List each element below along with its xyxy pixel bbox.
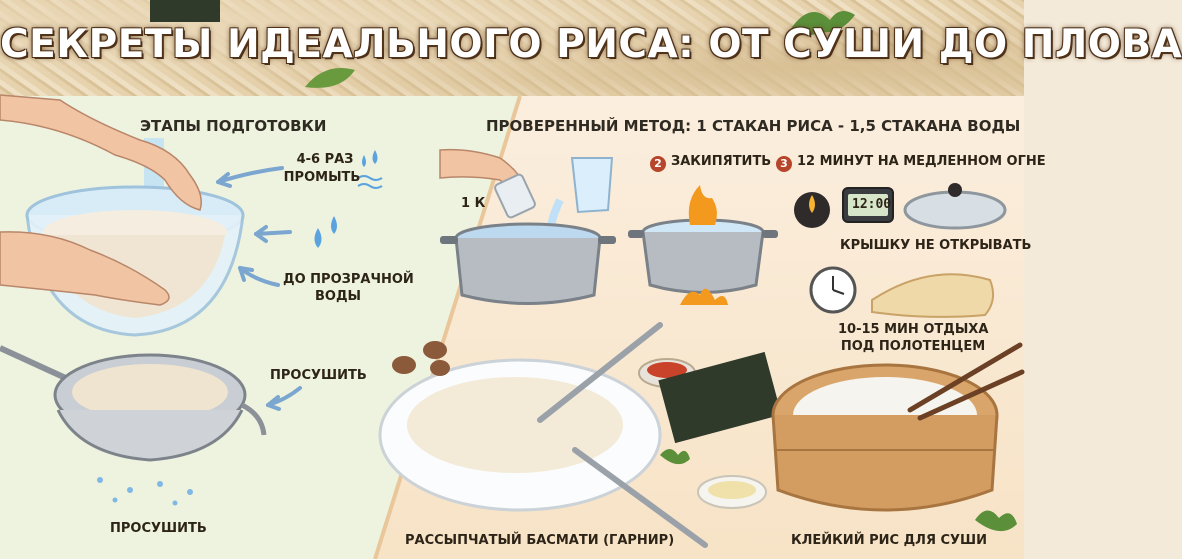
- page-title: СЕКРЕТЫ ИДЕАЛЬНОГО РИСА: ОТ СУШИ ДО ПЛОВ…: [0, 22, 1182, 67]
- rest-line2: ПОД ПОЛОТЕНЦЕМ: [840, 339, 986, 354]
- step-simmer-label: 3 12 МИНУТ НА МЕДЛЕННОМ ОГНЕ: [776, 154, 1046, 172]
- basmati-label: РАССЫПЧАТЫЙ БАСМАТИ (ГАРНИР): [405, 533, 675, 548]
- step-boil-label: 2 ЗАКИПЯТИТЬ: [650, 154, 771, 172]
- clear-water-line2: ВОДЫ: [315, 289, 362, 304]
- preparation-heading: ЭТАПЫ ПОДГОТОВКИ: [140, 117, 327, 135]
- fork-icon-2: [572, 447, 708, 548]
- measuring-jug-icon: [570, 157, 614, 214]
- sushi-tub-icon: [771, 363, 999, 512]
- clear-water-line1: ДО ПРОЗРАЧНОЙ: [283, 272, 414, 287]
- step-simmer-text: 12 МИНУТ НА МЕДЛЕННОМ ОГНЕ: [797, 154, 1046, 169]
- leaf-icon: [305, 68, 355, 88]
- step-boil-text: ЗАКИПЯТИТЬ: [671, 154, 772, 169]
- lid-warning-label: КРЫШКУ НЕ ОТКРЫВАТЬ: [840, 238, 1032, 253]
- right-illustrations: [378, 148, 1025, 548]
- left-illustrations: [0, 94, 383, 506]
- title-banner: СЕКРЕТЫ ИДЕАЛЬНОГО РИСА: ОТ СУШИ ДО ПЛОВ…: [0, 0, 1182, 96]
- method-heading: ПРОВЕРЕННЫЙ МЕТОД: 1 СТАКАН РИСА - 1,5 С…: [486, 117, 1021, 135]
- arrow-icons: [216, 166, 302, 411]
- hands-icon: [0, 94, 202, 306]
- sushi-rice-label: КЛЕЙКИЙ РИС ДЛЯ СУШИ: [791, 533, 987, 548]
- fork-icon: [537, 322, 663, 423]
- dripping-drops-icon: [97, 477, 193, 506]
- dry-label-bottom: ПРОСУШИТЬ: [110, 521, 207, 536]
- basmati-plate-icon: [378, 358, 662, 512]
- timer-display: 12:00: [852, 197, 892, 212]
- boil-flame-icon: [688, 185, 717, 225]
- cup-label: 1 К: [461, 196, 486, 211]
- dry-label-top: ПРОСУШИТЬ: [270, 368, 367, 383]
- cooking-pot-icon: [440, 222, 616, 305]
- wash-times-label: 4-6 РАЗ: [296, 152, 354, 167]
- chopsticks-icon: [907, 342, 1025, 421]
- parsley-sprig-icon: [660, 449, 690, 465]
- parsley-icon: [790, 11, 855, 36]
- nuts-icon: [392, 341, 450, 376]
- rice-cup-icon: [494, 173, 536, 219]
- burner-flame-icon: [680, 288, 728, 305]
- water-drop-icons: [314, 150, 378, 248]
- step-badge-2: 2: [650, 156, 666, 172]
- rest-line1: 10-15 МИН ОТДЫХА: [838, 322, 989, 337]
- wash-label: ПРОМЫТЬ: [283, 170, 361, 185]
- towel-icon: [871, 273, 995, 318]
- strainer-icon: [0, 345, 267, 462]
- pot-lid-icon: [903, 183, 1007, 230]
- step-badge-3: 3: [776, 156, 792, 172]
- boiling-pot-icon: [628, 218, 778, 294]
- waves-icon: [357, 175, 383, 189]
- nori-piece-icon: [150, 0, 220, 22]
- nori-sheet-icon: [658, 351, 782, 444]
- parsley-corner-icon: [975, 510, 1017, 532]
